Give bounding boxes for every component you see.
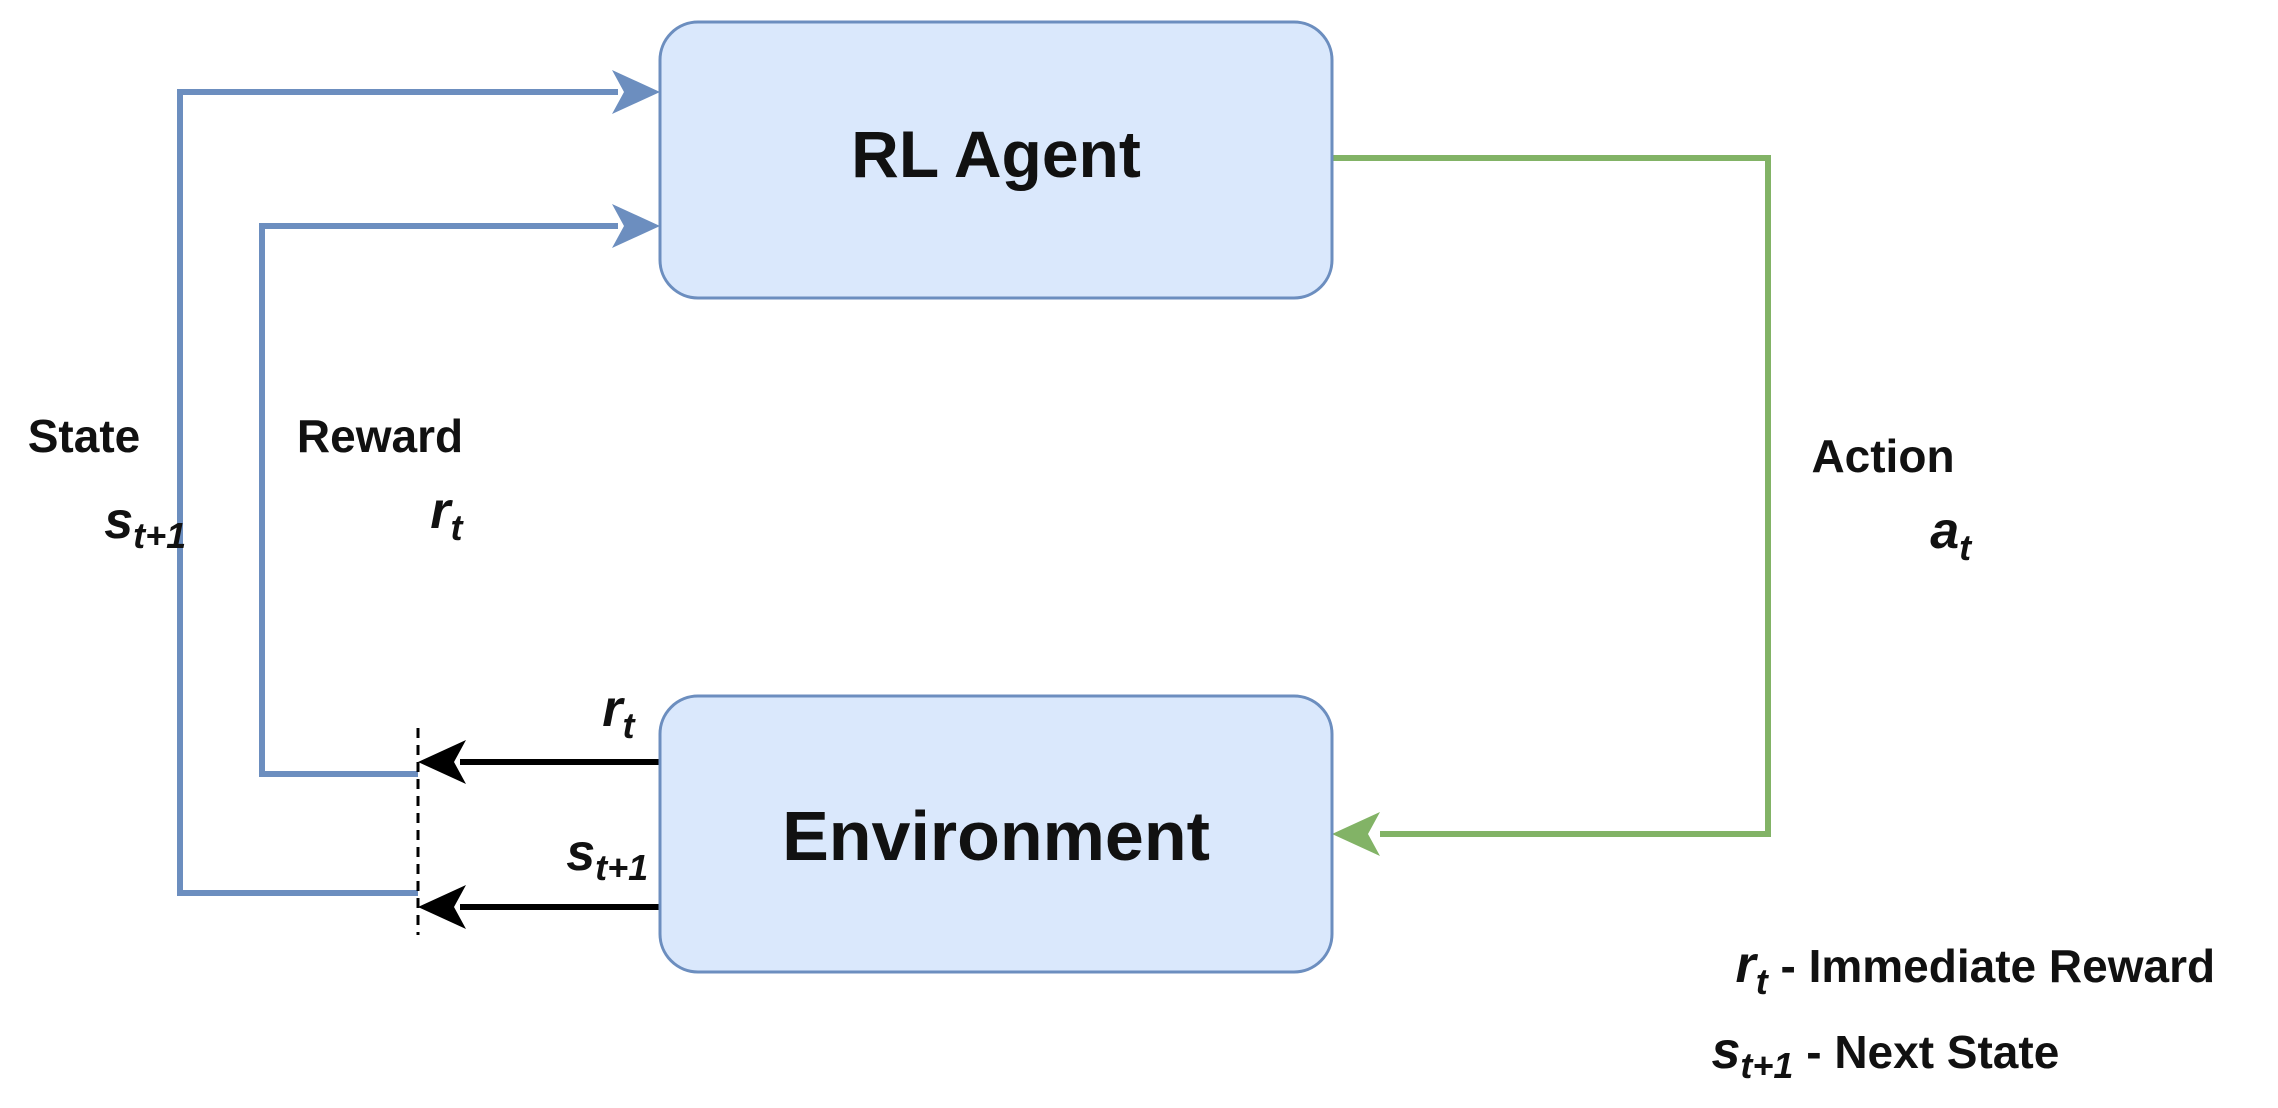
reward-subscript: t [451,507,465,548]
env-state-symbol: s [566,824,595,882]
state-feedback-line [177,89,618,896]
env-state-subscript: t+1 [595,847,648,888]
state-subscript: t+1 [133,515,186,556]
env-reward-label: rt [530,680,678,750]
legend-reward-subscript: t [1756,961,1770,1002]
action-arrowhead [1332,812,1380,856]
action-line [1332,155,1771,837]
reward-label-word: Reward [297,410,463,462]
reward-label-symbol: rt [358,482,506,552]
legend-item-state: st+1 - Next State [1622,1022,2123,1086]
env-state-arrowhead [418,885,466,929]
reward-symbol: r [430,482,453,540]
legend-item-reward: rt - Immediate Reward [1646,936,2278,1002]
action-symbol: a [1930,502,1959,560]
env-reward-subscript: t [623,705,637,746]
legend: rt - Immediate Reward st+1 - Next State [1622,936,2278,1086]
reward-feedback-line [259,223,618,777]
state-label-word: State [28,410,140,462]
env-reward-arrowhead [418,740,466,784]
state-label-symbol: st+1 [32,492,230,560]
agent-node: RL Agent [658,20,1334,300]
state-arrowhead [612,70,660,114]
state-symbol: s [104,492,133,550]
env-state-label: st+1 [494,824,692,892]
action-subscript: t [1959,527,1973,568]
legend-state-subscript: t+1 [1740,1045,1793,1086]
environment-box [658,694,1334,974]
environment-node: Environment [658,694,1334,974]
legend-state-text: - Next State [1793,1026,2059,1078]
agent-label: RL Agent [851,117,1141,191]
legend-reward-symbol: r [1735,936,1758,994]
environment-label: Environment [782,797,1210,875]
agent-box [658,20,1334,300]
reward-arrowhead [612,204,660,248]
action-label-word: Action [1811,430,1954,482]
legend-reward-text: - Immediate Reward [1768,940,2215,992]
env-reward-symbol: r [602,680,625,738]
action-label-symbol: at [1858,502,2015,572]
legend-state-symbol: s [1711,1022,1740,1080]
